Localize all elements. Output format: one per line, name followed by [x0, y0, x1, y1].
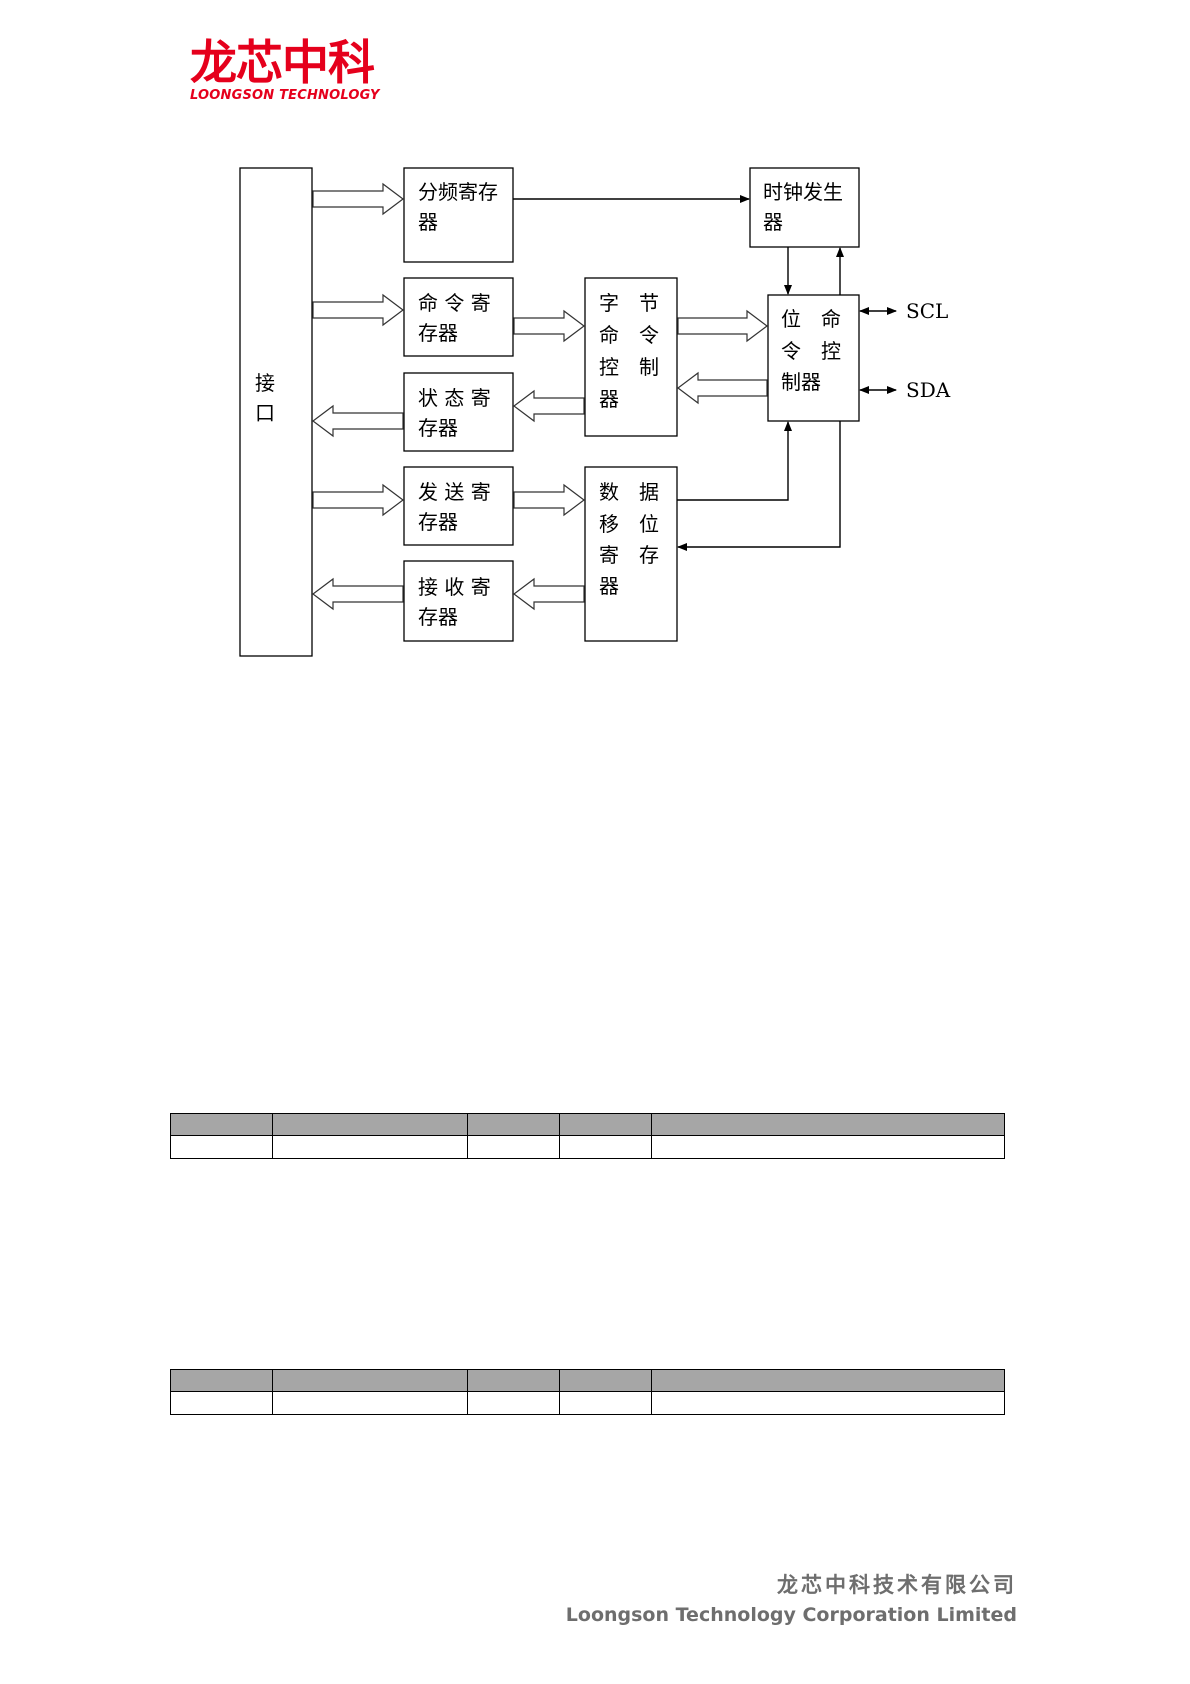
page-footer: 龙芯中科技术有限公司 Loongson Technology Corporati…	[566, 1571, 1017, 1629]
transmit-register-label-line1: 发 送 寄	[418, 480, 491, 504]
clock-gen-label-line2: 器	[763, 210, 783, 234]
command-register-block	[403, 277, 514, 357]
bit-ctrl-label-line1: 位 命	[781, 307, 841, 331]
hollow-arrow-byte-to-bit	[677, 309, 768, 343]
divider-register-block	[403, 167, 514, 263]
data-shift-register-block	[584, 466, 678, 642]
receive-register-label-line1: 接 收 寄	[418, 575, 491, 599]
table-cell	[170, 1391, 273, 1415]
data-shift-register-label: 数 据 移 位 寄 存 器	[599, 480, 659, 598]
table-header-cell	[559, 1369, 652, 1392]
table-header-cell	[467, 1369, 560, 1392]
divider-register-label-line2: 器	[418, 210, 438, 234]
table-row	[170, 1135, 1005, 1159]
transmit-register-block	[403, 466, 514, 546]
status-register-label-line1: 状 态 寄	[418, 386, 491, 410]
hollow-arrow-from-status	[312, 404, 404, 438]
shift-reg-label-line3: 寄 存	[599, 543, 659, 567]
table-header-cell	[272, 1369, 468, 1392]
logo-english-text: LOONGSON TECHNOLOGY	[190, 88, 380, 103]
hollow-arrow-to-command	[312, 293, 404, 327]
status-register-label: 状 态 寄 存器	[418, 386, 491, 440]
bit-ctrl-label-line2: 令 控	[781, 339, 841, 363]
table-header-cell	[170, 1113, 273, 1136]
table-header-row	[170, 1113, 1005, 1136]
footer-company-en: Loongson Technology Corporation Limited	[565, 1604, 1017, 1626]
interface-label-line1: 接	[255, 371, 275, 395]
table-header-cell	[651, 1369, 1005, 1392]
table-header-cell	[651, 1113, 1005, 1136]
hollow-arrow-transmit-to-shift	[513, 483, 585, 517]
logo-chinese-text: 龙芯中科	[190, 36, 375, 91]
table-header-cell	[272, 1113, 468, 1136]
table-header-cell	[559, 1113, 652, 1136]
receive-register-block	[403, 560, 514, 642]
table-cell	[272, 1135, 468, 1159]
byte-ctrl-label-line4: 器	[599, 387, 619, 411]
byte-command-controller-block	[584, 277, 678, 437]
transmit-register-label: 发 送 寄 存器	[418, 480, 491, 534]
status-register-block	[403, 372, 514, 452]
divider-register-label-line1: 分频寄存	[418, 180, 498, 204]
table-cell	[272, 1391, 468, 1415]
table-cell	[651, 1391, 1005, 1415]
shift-reg-label-line4: 器	[599, 574, 619, 598]
receive-register-label: 接 收 寄 存器	[418, 575, 491, 629]
loongson-logo: 龙芯中科 LOONGSON TECHNOLOGY	[190, 36, 410, 104]
hollow-arrow-byte-to-status	[513, 389, 585, 423]
hollow-arrow-shift-to-receive	[513, 577, 585, 611]
shift-reg-label-line2: 移 位	[599, 512, 659, 536]
table-cell	[467, 1135, 560, 1159]
arrow-bit-to-shift	[677, 421, 841, 551]
hollow-arrow-from-receive	[312, 577, 404, 611]
interface-block	[239, 167, 313, 657]
register-table-2	[170, 1369, 1005, 1415]
table-cell	[170, 1135, 273, 1159]
byte-ctrl-label-line1: 字 节	[599, 291, 659, 315]
command-register-label-line1: 命 令 寄	[418, 291, 491, 315]
table-header-cell	[170, 1369, 273, 1392]
byte-ctrl-label-line2: 命 令	[599, 323, 659, 347]
hollow-arrow-bit-to-byte	[677, 371, 768, 405]
byte-command-controller-label: 字 节 命 令 控 制 器	[599, 291, 659, 411]
clock-generator-block	[749, 167, 860, 248]
transmit-register-label-line2: 存器	[418, 510, 458, 534]
register-table-1	[170, 1113, 1005, 1159]
byte-ctrl-label-line3: 控 制	[599, 355, 659, 379]
bit-command-controller-label: 位 命 令 控 制器	[781, 307, 841, 394]
scl-signal-label: SCL	[906, 299, 948, 323]
divider-register-label: 分频寄存 器	[418, 180, 498, 234]
table-cell	[559, 1391, 652, 1415]
table-header-cell	[467, 1113, 560, 1136]
command-register-label-line2: 存器	[418, 321, 458, 345]
receive-register-label-line2: 存器	[418, 605, 458, 629]
arrow-shift-to-bit	[677, 421, 792, 501]
clock-generator-label: 时钟发生 器	[763, 180, 843, 234]
table-row	[170, 1391, 1005, 1415]
interface-label: 接 口	[255, 371, 275, 425]
hollow-arrow-command-to-byte	[513, 309, 585, 343]
table-header-row	[170, 1369, 1005, 1392]
interface-label-line2: 口	[255, 401, 275, 425]
bit-ctrl-label-line3: 制器	[781, 370, 821, 394]
footer-company-cn: 龙芯中科技术有限公司	[777, 1573, 1017, 1597]
status-register-label-line2: 存器	[418, 416, 458, 440]
clock-gen-label-line1: 时钟发生	[763, 180, 843, 204]
table-cell	[467, 1391, 560, 1415]
shift-reg-label-line1: 数 据	[599, 480, 659, 504]
table-cell	[651, 1135, 1005, 1159]
hollow-arrow-to-transmit	[312, 483, 404, 517]
hollow-arrow-to-divider	[312, 182, 404, 216]
table-cell	[559, 1135, 652, 1159]
command-register-label: 命 令 寄 存器	[418, 291, 491, 345]
sda-signal-label: SDA	[906, 378, 951, 402]
bit-command-controller-block	[767, 294, 860, 422]
